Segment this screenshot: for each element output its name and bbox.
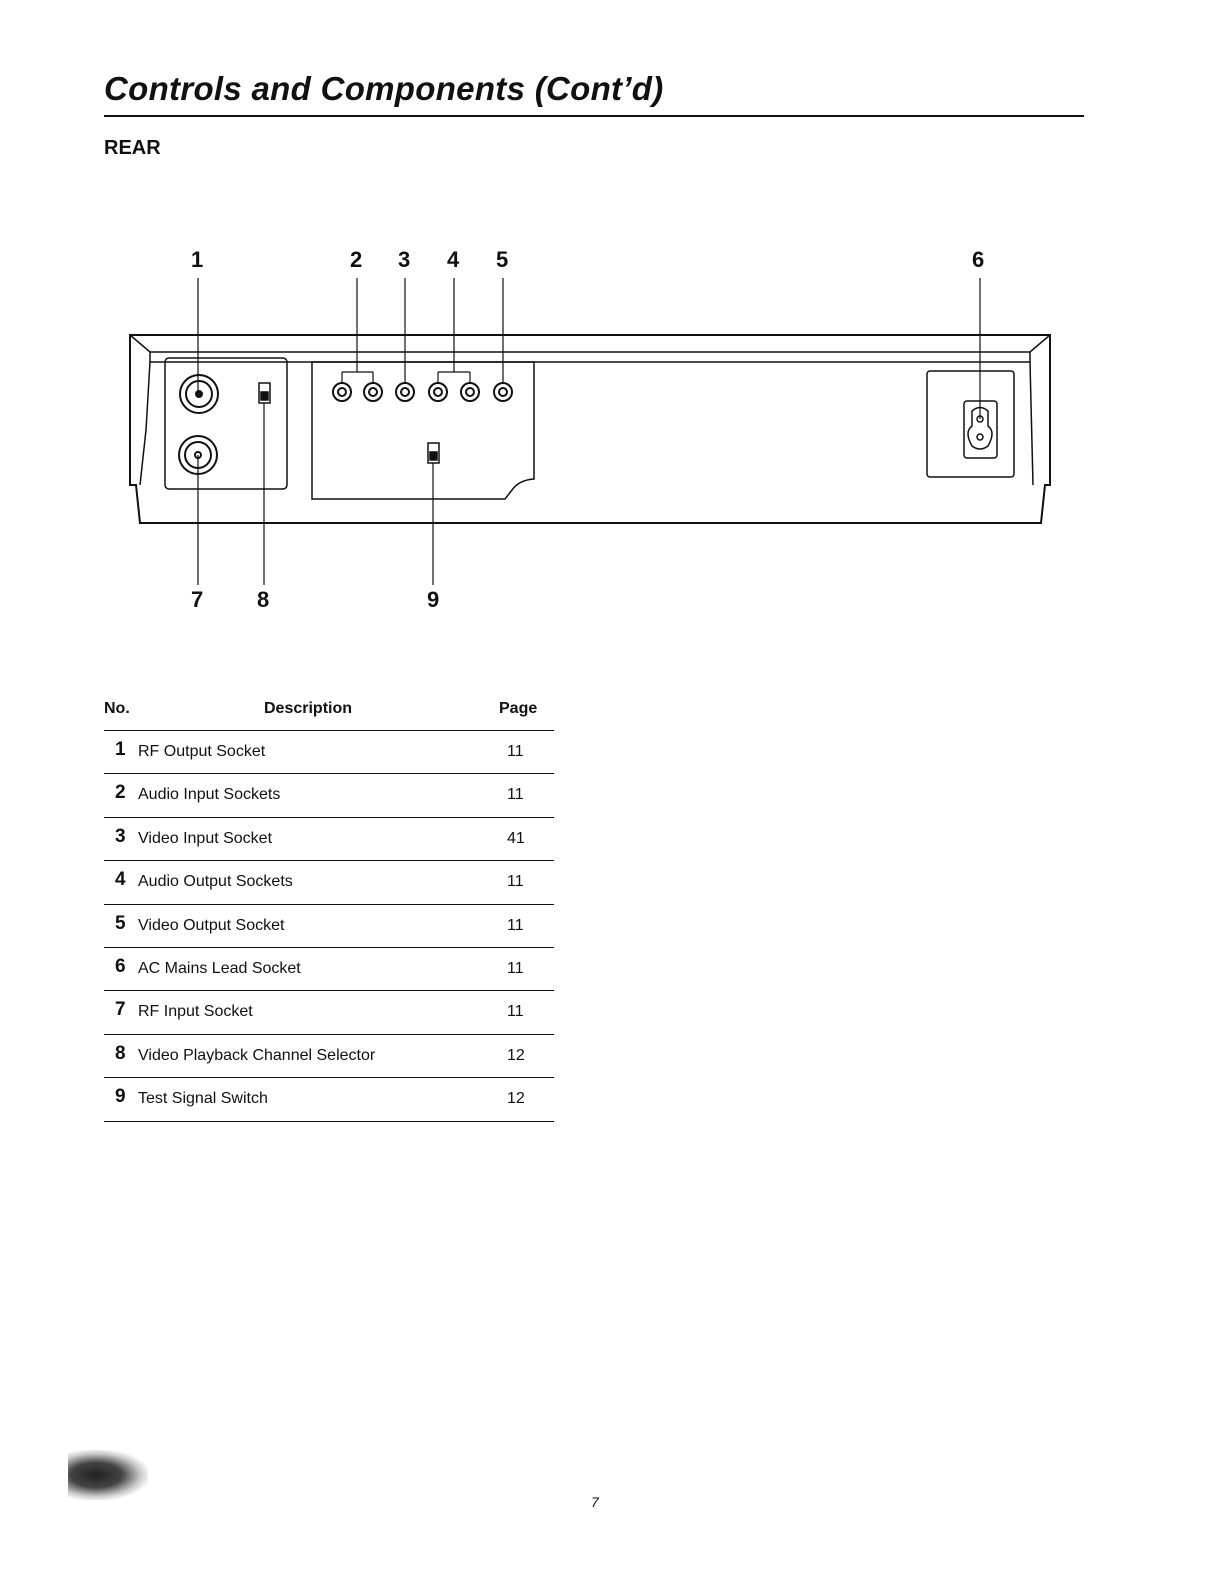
- components-table: No. Description Page 1 RF Output Socket …: [104, 696, 554, 1122]
- callout-6: 6: [972, 247, 984, 272]
- title-rule: [104, 115, 1084, 117]
- table-row: 3 Video Input Socket 41: [104, 816, 554, 860]
- row-number: 5: [115, 912, 126, 934]
- table-row: 9 Test Signal Switch 12: [104, 1077, 554, 1122]
- rear-panel-diagram: 1 2 3 4 5 6 7 8 9: [129, 247, 1051, 612]
- row-page: 11: [507, 873, 524, 891]
- av-panel: [311, 361, 535, 500]
- rf-panel: [164, 357, 288, 490]
- table-row: 4 Audio Output Sockets 11: [104, 860, 554, 903]
- case-rim: [129, 334, 1051, 353]
- row-description: Video Input Socket: [138, 829, 273, 847]
- av-sockets-icon: [332, 382, 513, 402]
- callout-8: 8: [257, 587, 269, 612]
- case-outline: [129, 334, 1051, 524]
- page-number: 7: [591, 1494, 599, 1510]
- row-page: 11: [507, 743, 524, 760]
- table-row: 1 RF Output Socket 11: [104, 730, 554, 773]
- channel-selector-switch-icon: [258, 382, 271, 404]
- callout-9: 9: [427, 587, 439, 612]
- row-page: 11: [507, 1003, 524, 1021]
- row-page: 41: [507, 829, 525, 847]
- row-page: 11: [507, 786, 524, 804]
- page-title: Controls and Components (Cont’d): [104, 70, 664, 107]
- row-description: Audio Output Sockets: [138, 873, 293, 891]
- callout-4: 4: [447, 247, 460, 272]
- ac-panel: [926, 370, 1015, 478]
- row-description: RF Output Socket: [138, 743, 266, 760]
- row-description: AC Mains Lead Socket: [138, 959, 301, 977]
- row-number: 4: [115, 869, 126, 891]
- row-number: 3: [115, 825, 126, 847]
- row-description: RF Input Socket: [138, 1003, 253, 1021]
- row-page: 12: [507, 1090, 525, 1108]
- row-number: 6: [115, 955, 126, 977]
- row-number: 8: [115, 1042, 126, 1064]
- callout-1: 1: [191, 247, 203, 272]
- row-number: 9: [115, 1086, 126, 1108]
- row-page: 12: [507, 1046, 525, 1064]
- table-row: 8 Video Playback Channel Selector 12: [104, 1033, 554, 1077]
- row-page: 11: [507, 916, 524, 934]
- row-description: Test Signal Switch: [138, 1090, 268, 1108]
- row-number: 2: [115, 782, 126, 804]
- table-header: No. Description Page: [104, 696, 554, 730]
- table-row: 7 RF Input Socket 11: [104, 990, 554, 1033]
- row-number: 7: [115, 999, 126, 1021]
- section-heading: REAR: [104, 137, 161, 159]
- row-number: 1: [115, 739, 126, 760]
- table-row: 5 Video Output Socket 11: [104, 903, 554, 947]
- callout-2: 2: [350, 247, 362, 272]
- row-description: Video Playback Channel Selector: [138, 1046, 376, 1064]
- row-description: Audio Input Sockets: [138, 786, 281, 804]
- table-row: 6 AC Mains Lead Socket 11: [104, 946, 554, 990]
- header-description: Description: [264, 700, 353, 717]
- table-row: 2 Audio Input Sockets 11: [104, 773, 554, 816]
- callout-3: 3: [398, 247, 410, 272]
- row-page: 11: [507, 959, 524, 977]
- callout-7: 7: [191, 587, 203, 612]
- leader-lines: [197, 278, 981, 585]
- header-no: No.: [104, 700, 130, 717]
- callout-5: 5: [496, 247, 508, 272]
- row-description: Video Output Socket: [138, 916, 285, 934]
- header-page: Page: [499, 700, 538, 717]
- scan-smudge: [68, 1450, 148, 1500]
- rf-output-socket-icon: [179, 374, 219, 414]
- test-signal-switch-icon: [427, 442, 440, 464]
